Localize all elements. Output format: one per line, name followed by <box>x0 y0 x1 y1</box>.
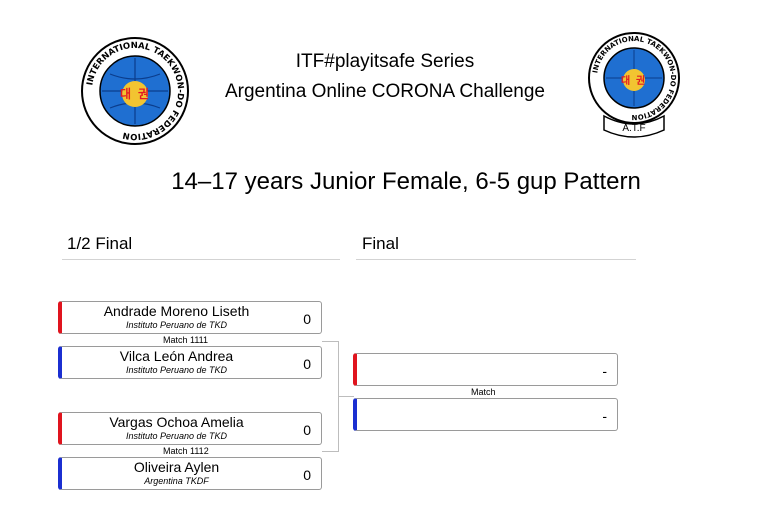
division-title: 14–17 years Junior Female, 6-5 gup Patte… <box>171 168 641 195</box>
atf-banner-text: A.T.F <box>622 123 645 134</box>
competitor-name: Vilca León Andrea <box>119 348 234 364</box>
match-label: Match 1111 <box>163 335 209 345</box>
round-title-semifinal: 1/2 Final <box>67 234 133 253</box>
final-slot-blue[interactable]: - <box>353 398 618 431</box>
svg-text:권: 권 <box>138 87 149 101</box>
competitor-score: - <box>602 408 607 424</box>
round-divider-final <box>356 259 636 260</box>
competitor-club: Instituto Peruano de TKD <box>125 320 228 330</box>
itf-logo-left: 대 권 INTERNATIONAL TAEKWON-DO FEDERATION <box>80 36 190 146</box>
svg-text:대: 대 <box>621 74 630 87</box>
round-divider-semifinal <box>62 259 340 260</box>
match-label: Match 1112 <box>163 446 209 456</box>
atf-logo-right: 대 권 INTERNATIONAL TAEKWON-DO FEDERATION … <box>588 32 680 140</box>
competitor-club: Instituto Peruano de TKD <box>125 365 228 375</box>
bracket-connector <box>338 396 354 397</box>
svg-text:권: 권 <box>636 75 645 87</box>
competitor-score: 0 <box>303 311 311 327</box>
round-title-final: Final <box>362 234 399 253</box>
competitor-score: 0 <box>303 422 311 438</box>
competitor-slot-blue[interactable]: Oliveira Aylen Argentina TKDF 0 <box>58 457 322 490</box>
competitor-club: Argentina TKDF <box>144 476 209 486</box>
final-match-label: Match <box>471 387 496 397</box>
competitor-name: Vargas Ochoa Amelia <box>109 414 244 430</box>
logo-center-text: 대 <box>120 87 131 101</box>
competitor-score: - <box>602 363 607 379</box>
competitor-score: 0 <box>303 356 311 372</box>
bracket-connector <box>322 451 338 452</box>
final-slot-red[interactable]: - <box>353 353 618 386</box>
competitor-slot-blue[interactable]: Vilca León Andrea Instituto Peruano de T… <box>58 346 322 379</box>
event-title: Argentina Online CORONA Challenge <box>224 81 545 102</box>
competitor-club: Instituto Peruano de TKD <box>125 431 228 441</box>
competitor-name: Andrade Moreno Liseth <box>103 303 250 319</box>
series-title: ITF#playitsafe Series <box>295 51 475 72</box>
competitor-score: 0 <box>303 467 311 483</box>
competitor-slot-red[interactable]: Andrade Moreno Liseth Instituto Peruano … <box>58 301 322 334</box>
competitor-slot-red[interactable]: Vargas Ochoa Amelia Instituto Peruano de… <box>58 412 322 445</box>
bracket-connector <box>322 341 338 342</box>
competitor-name: Oliveira Aylen <box>133 459 220 475</box>
